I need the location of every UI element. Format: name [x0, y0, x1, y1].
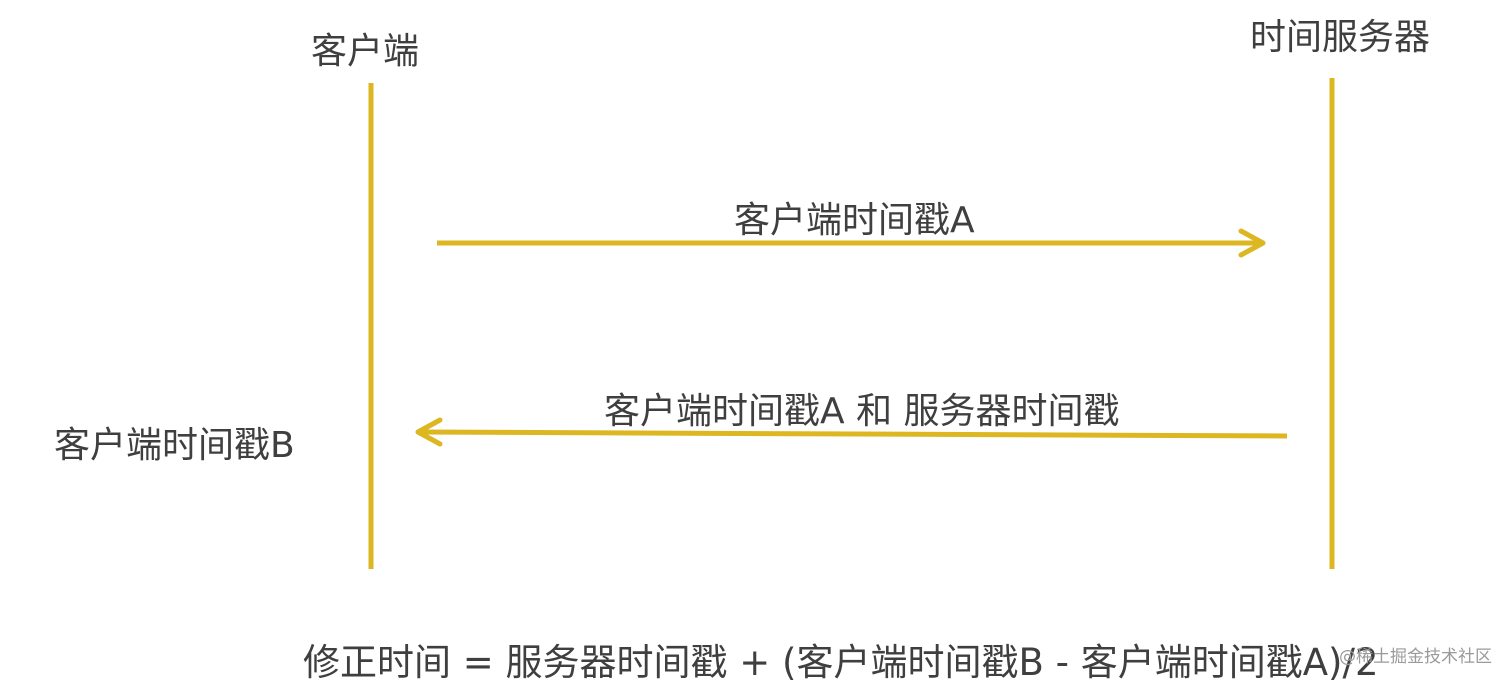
client-timestamp-b-label: 客户端时间戳B — [54, 425, 295, 466]
request-message-label: 客户端时间戳A — [734, 200, 975, 241]
client-actor-label: 客户端 — [311, 31, 420, 72]
server-actor-label: 时间服务器 — [1250, 17, 1431, 58]
response-message-label: 客户端时间戳A 和 服务器时间戳 — [604, 391, 1120, 432]
response-arrow — [415, 417, 1288, 447]
formula-text: 修正时间 = 服务器时间戳 + (客户端时间戳B - 客户端时间戳A)/2 — [303, 641, 1379, 684]
request-arrow — [437, 228, 1266, 258]
watermark: @稀土掘金技术社区 — [1339, 647, 1492, 667]
